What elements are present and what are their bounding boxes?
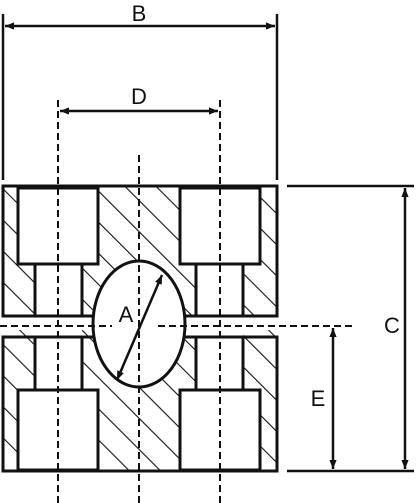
label-c: C [384,313,400,338]
center-lines [0,100,356,503]
dim-a-line [115,274,164,381]
extension-lines [1,14,414,473]
label-e: E [311,386,326,411]
dimension-lines [5,22,409,469]
label-d: D [131,84,147,109]
label-a: A [119,302,134,327]
label-b: B [132,1,147,26]
